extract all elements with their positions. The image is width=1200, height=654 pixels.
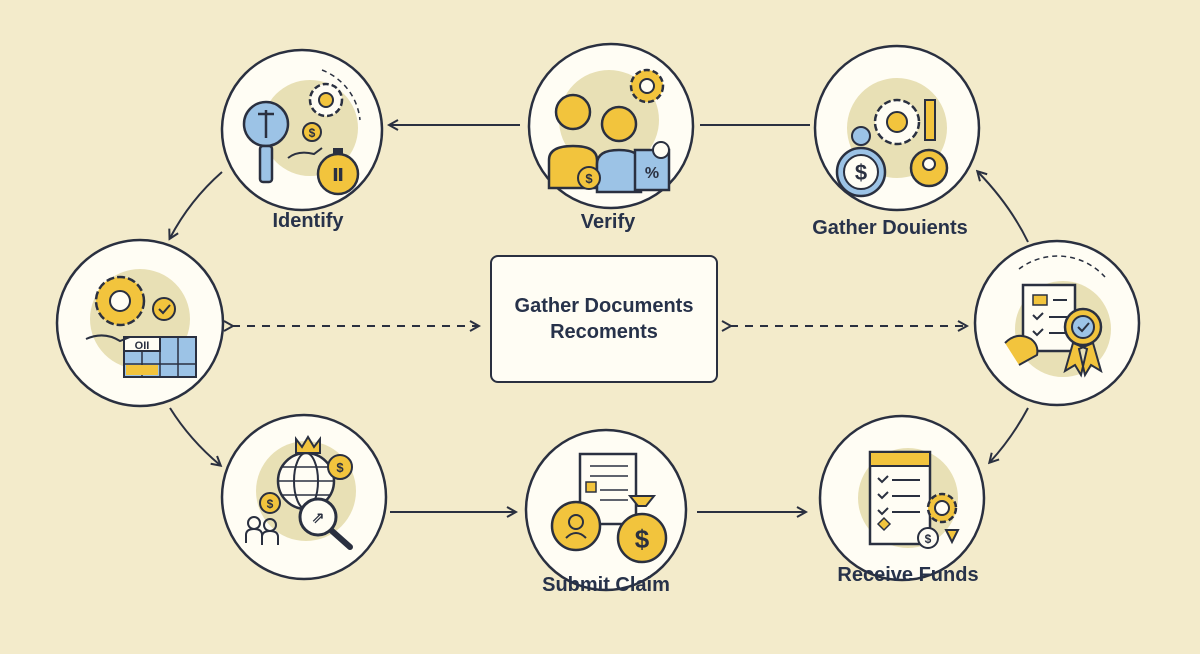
- research-node: ⇗ $ $: [220, 413, 388, 581]
- coin-icon: $: [577, 166, 601, 190]
- calculator-grid-icon: OII: [123, 336, 197, 378]
- checklist-icon: [868, 450, 932, 546]
- arrow-identify-to-left: [170, 171, 223, 238]
- magnifier-icon: [242, 100, 290, 184]
- gear-icon: [94, 275, 146, 327]
- document-icon: %: [633, 141, 671, 192]
- people-icon: [245, 516, 279, 545]
- coin-icon: $: [259, 492, 281, 514]
- connectors: [169, 125, 1029, 512]
- award-ribbon-icon: [1063, 307, 1103, 378]
- verify-label: Verify: [580, 211, 636, 233]
- svg-text:$: $: [925, 532, 932, 546]
- award-badge-icon: $: [917, 492, 960, 549]
- hand-icon: [85, 334, 131, 343]
- stopwatch-badge-icon: Ⅱ: [316, 148, 360, 196]
- gear-icon: [308, 82, 344, 118]
- gear-icon: [873, 98, 921, 146]
- svg-text:$: $: [635, 524, 650, 554]
- gather-documents-node: $: [813, 44, 981, 212]
- person-right-icon: [595, 105, 643, 194]
- lightbulb-gear-icon: [629, 68, 665, 104]
- search-icon: ⇗: [298, 497, 353, 550]
- svg-text:⇗: ⇗: [311, 510, 324, 527]
- check-badge-icon: [152, 297, 176, 321]
- coin-icon: $: [327, 454, 353, 480]
- money-bag-icon: $: [616, 495, 668, 564]
- identify-label: Identify: [272, 210, 344, 232]
- arrow-right-to-gather: [978, 172, 1029, 243]
- svg-text:$: $: [585, 171, 593, 186]
- submit-claim-node: $: [524, 428, 688, 592]
- planning-node: OII: [55, 238, 225, 408]
- center-box-line-2: Recoments: [550, 321, 658, 343]
- receive-funds-label: Receive Funds: [837, 564, 979, 586]
- hand-icon: [287, 147, 323, 159]
- arrow-right-to-receive: [990, 407, 1029, 462]
- svg-text:$: $: [267, 497, 274, 511]
- svg-text:$: $: [309, 126, 316, 140]
- arrow-left-to-bottomleft: [169, 407, 220, 465]
- gather-documents-label: Gather Douients: [812, 217, 968, 239]
- dollar-medal-icon: $: [835, 126, 887, 198]
- submit-claim-label: Submit Claim: [542, 574, 670, 596]
- center-box-line-1: Gather Documents: [514, 295, 694, 317]
- svg-text:Ⅱ: Ⅱ: [332, 165, 344, 185]
- certificate-node: [973, 239, 1141, 407]
- receive-funds-node: $: [818, 414, 986, 582]
- center-box: Gather Documents Recoments: [490, 255, 718, 383]
- identify-node: $ Ⅱ: [220, 48, 384, 212]
- hand-icon: [1004, 334, 1039, 366]
- svg-text:%: %: [645, 165, 659, 182]
- verify-node: $ %: [527, 42, 695, 210]
- svg-text:$: $: [336, 460, 344, 475]
- svg-text:OII: OII: [135, 340, 150, 352]
- coin-icon: $: [302, 122, 322, 142]
- svg-text:$: $: [855, 160, 867, 185]
- person-badge-icon: [909, 99, 949, 188]
- coin-face-icon: [550, 500, 602, 552]
